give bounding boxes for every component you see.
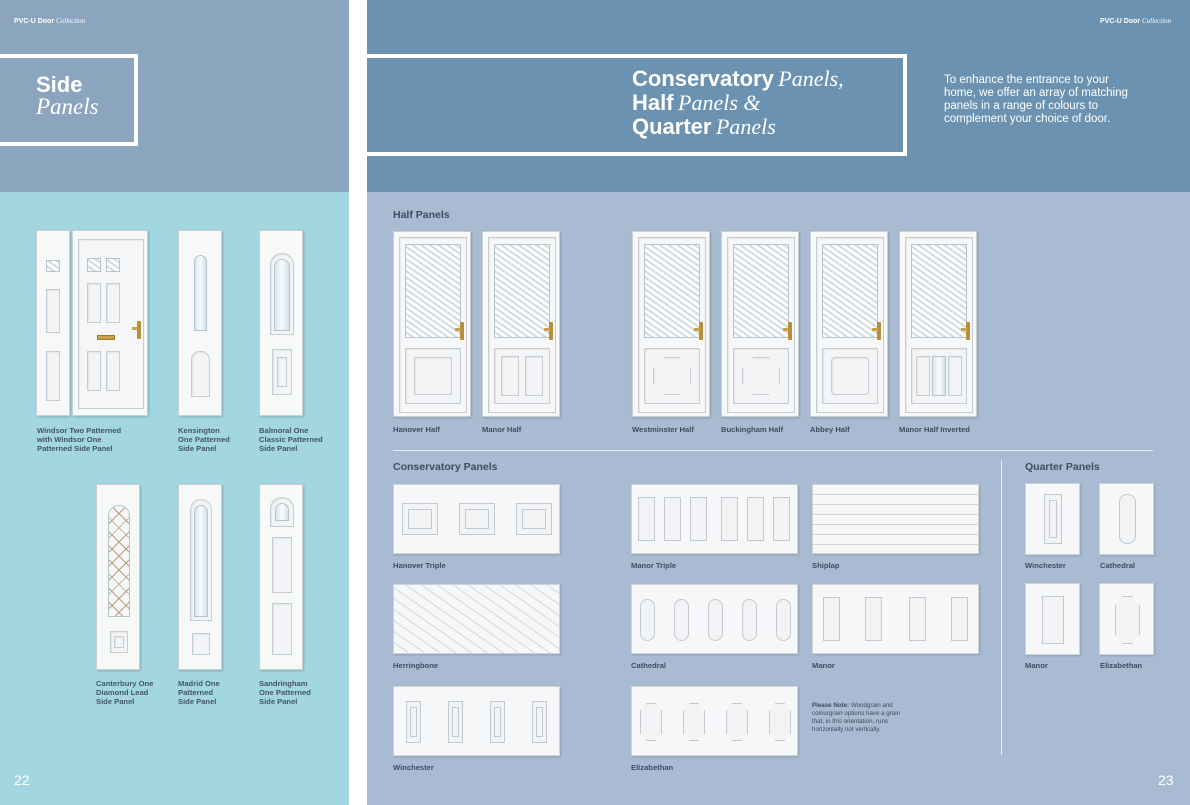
canterbury-panel-image <box>96 484 140 670</box>
caption-herringbone: Herringbone <box>393 661 439 670</box>
caption-manor: Manor <box>812 661 835 670</box>
manor-triple-image <box>631 484 798 554</box>
manor-image <box>812 584 979 654</box>
sandringham-panel-image <box>259 484 303 670</box>
madrid-panel-image <box>178 484 222 670</box>
heading-conservatory-panels: Conservatory Panels <box>393 461 498 473</box>
caption-quarter-elizabethan: Elizabethan <box>1100 661 1143 670</box>
please-note: Please Note: Woodgrain and colourgrain o… <box>812 702 908 734</box>
brand-italic: Collection <box>56 17 86 25</box>
balmoral-panel-image <box>259 230 303 416</box>
cathedral-image <box>631 584 798 654</box>
caption-quarter-manor: Manor <box>1025 661 1048 670</box>
caption-elizabethan: Elizabethan <box>631 763 674 772</box>
panels-title-frame <box>367 54 907 156</box>
caption-westminster-half: Westminster Half <box>632 425 694 434</box>
front-door <box>72 230 148 416</box>
brand-bold: PVC-U Door <box>1100 18 1141 25</box>
caption-shiplap: Shiplap <box>812 561 840 570</box>
intro-paragraph: To enhance the entrance to your home, we… <box>944 74 1128 125</box>
manor-inverted-half-door-image <box>899 231 977 417</box>
caption-quarter-winchester: Winchester <box>1025 561 1066 570</box>
side-panels-title: Side Panels <box>36 72 99 119</box>
caption-abbey-half: Abbey Half <box>810 425 850 434</box>
brand-label-right: PVC-U Door Collection <box>1100 17 1171 25</box>
caption-cathedral: Cathedral <box>631 661 667 670</box>
section-divider <box>393 450 1153 451</box>
kensington-panel-image <box>178 230 222 416</box>
brand-italic: Collection <box>1142 17 1172 25</box>
column-divider <box>1001 460 1002 755</box>
page-number-left: 22 <box>14 772 30 788</box>
caption-hanover-triple: Hanover Triple <box>393 561 446 570</box>
caption-hanover-half: Hanover Half <box>393 425 440 434</box>
winchester-image <box>393 686 560 756</box>
caption-buckingham-half: Buckingham Half <box>721 425 784 434</box>
westminster-half-door-image <box>632 231 710 417</box>
note-label: Please Note: <box>812 702 850 709</box>
caption-manor-half-inverted: Manor Half Inverted <box>899 425 970 434</box>
caption-quarter-cathedral: Cathedral <box>1100 561 1136 570</box>
quarter-winchester-image <box>1025 483 1080 555</box>
page-number-right: 23 <box>1158 772 1174 788</box>
heading-half-panels: Half Panels <box>393 209 450 221</box>
right-page-header-band <box>367 0 1190 192</box>
title-line-2: Panels <box>36 94 99 119</box>
hanover-half-door-image <box>393 231 471 417</box>
hanover-triple-image <box>393 484 560 554</box>
buckingham-half-door-image <box>721 231 799 417</box>
shiplap-image <box>812 484 979 554</box>
quarter-manor-image <box>1025 583 1080 655</box>
windsor-door-image <box>36 230 148 416</box>
side-panel <box>36 230 70 416</box>
brand-label-left: PVC-U Door Collection <box>14 17 85 25</box>
side-panels-title-frame <box>0 54 138 146</box>
left-page-header-band <box>0 0 349 192</box>
caption-manor-half: Manor Half <box>482 425 522 434</box>
caption-manor-triple: Manor Triple <box>631 561 677 570</box>
manor-half-door-image <box>482 231 560 417</box>
brand-bold: PVC-U Door <box>14 18 55 25</box>
panels-title: Conservatory Panels, Half Panels & Quart… <box>632 66 844 139</box>
abbey-half-door-image <box>810 231 888 417</box>
quarter-elizabethan-image <box>1099 583 1154 655</box>
page-gutter <box>349 0 367 805</box>
caption-winchester: Winchester <box>393 763 434 772</box>
elizabethan-image <box>631 686 798 756</box>
title-line-1: Side <box>36 72 83 97</box>
note-text: Woodgrain and colourgrain options have a… <box>812 702 901 733</box>
herringbone-image <box>393 584 560 654</box>
quarter-cathedral-image <box>1099 483 1154 555</box>
heading-quarter-panels: Quarter Panels <box>1025 461 1100 473</box>
